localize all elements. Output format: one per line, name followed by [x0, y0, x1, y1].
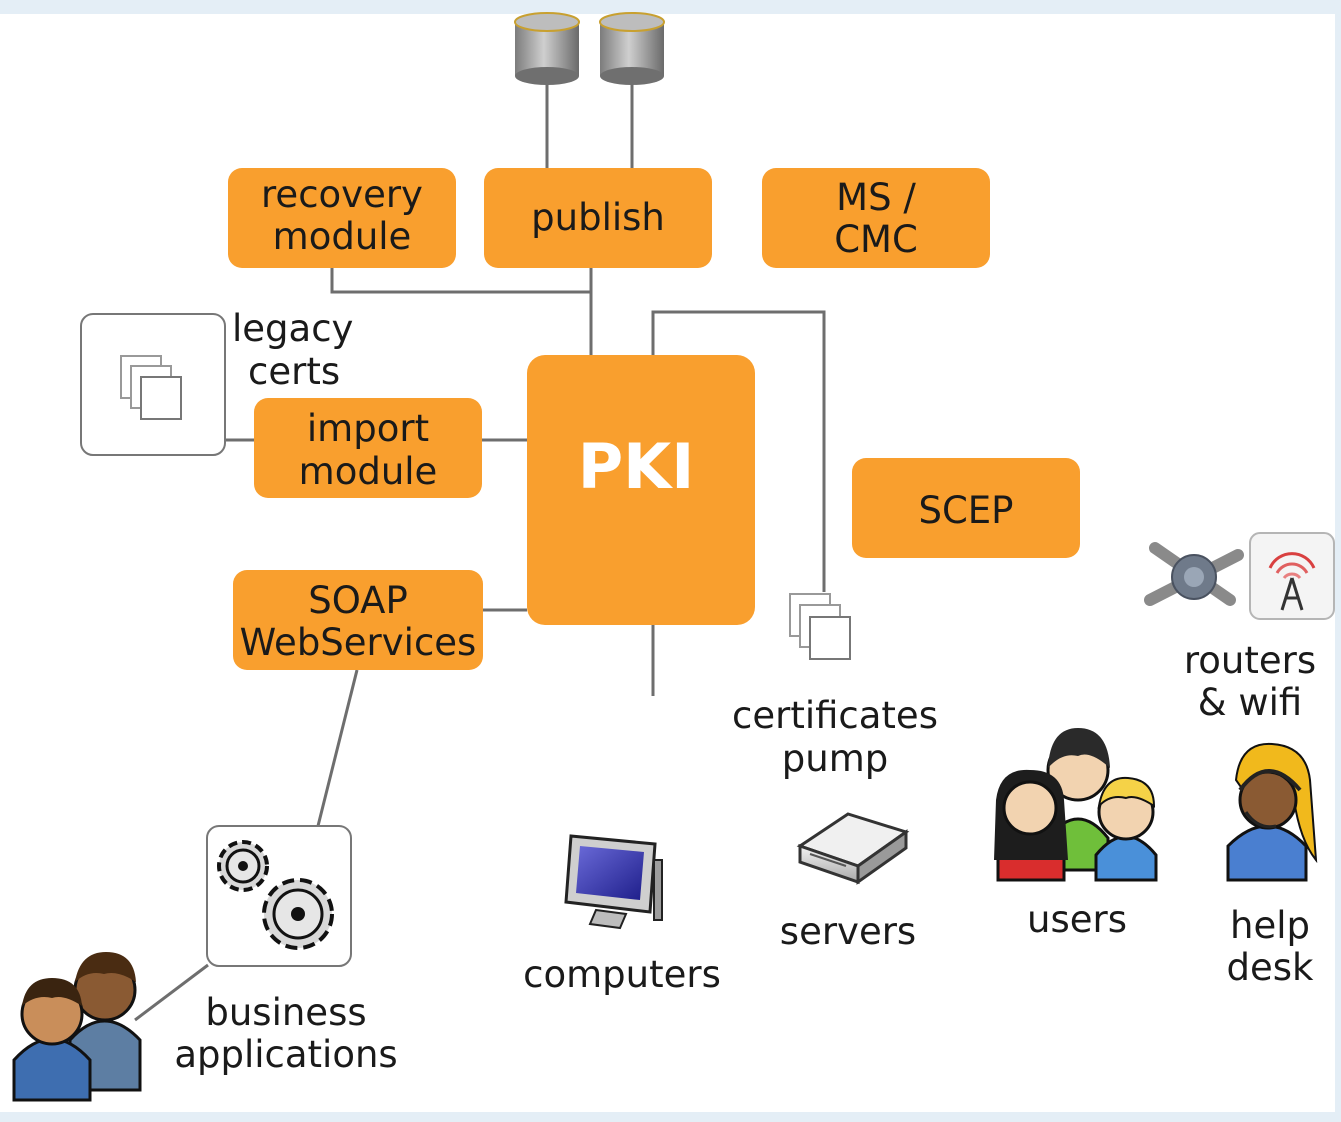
- certificate-stack-icon: [789, 593, 851, 660]
- legacy-label-line2: certs: [248, 350, 340, 393]
- recovery-module-box: recovery module: [228, 168, 456, 268]
- helpdesk-label-line2: desk: [1227, 946, 1315, 989]
- scep-box: SCEP: [852, 458, 1080, 558]
- helpdesk-person-icon: [1226, 742, 1318, 882]
- soap-webservices-box: SOAP WebServices: [233, 570, 483, 670]
- server-icon: [796, 812, 910, 885]
- connector-lines: [134, 75, 826, 1022]
- svg-text:import: import: [307, 407, 429, 450]
- pump-label-line1: certificates: [732, 694, 938, 737]
- database-icon: [599, 12, 665, 85]
- svg-text:publish: publish: [531, 196, 665, 239]
- servers-label: servers: [780, 910, 916, 953]
- computer-icon: [564, 834, 663, 930]
- svg-text:CMC: CMC: [834, 218, 918, 261]
- wifi-antenna-icon: [1249, 532, 1335, 620]
- import-module-box: import module: [254, 398, 482, 498]
- right-frame: [1335, 0, 1341, 1122]
- svg-text:recovery: recovery: [261, 173, 423, 216]
- svg-text:module: module: [273, 215, 412, 258]
- svg-text:SCEP: SCEP: [918, 489, 1013, 532]
- gears-icon: [217, 840, 334, 950]
- svg-text:module: module: [299, 450, 438, 493]
- business-label-line1: business: [205, 991, 366, 1034]
- routers-label-line1: routers: [1184, 639, 1316, 682]
- bottom-frame: [0, 1112, 1341, 1122]
- users-label: users: [1027, 898, 1127, 941]
- computers-label: computers: [523, 953, 721, 996]
- legacy-label-line1: legacy: [232, 307, 353, 350]
- svg-text:PKI: PKI: [578, 430, 695, 503]
- top-frame: [0, 0, 1341, 14]
- users-group-icon: [994, 728, 1158, 882]
- business-label-line2: applications: [174, 1033, 397, 1076]
- svg-text:SOAP: SOAP: [308, 579, 408, 622]
- legacy-certs-box: [80, 313, 226, 456]
- database-icon: [514, 12, 580, 85]
- svg-text:MS /: MS /: [836, 176, 916, 219]
- router-icon: [1144, 542, 1244, 606]
- certificate-stack-icon: [120, 355, 182, 420]
- pki-center-box: PKI: [527, 355, 755, 625]
- routers-label-line2: & wifi: [1198, 681, 1302, 724]
- pump-label-line2: pump: [782, 737, 888, 780]
- publish-box: publish: [484, 168, 712, 268]
- svg-text:WebServices: WebServices: [240, 621, 477, 664]
- helpdesk-label-line1: help: [1230, 904, 1310, 947]
- businessmen-icon: [12, 952, 142, 1102]
- ms-cmc-box: MS / CMC: [762, 168, 990, 268]
- gears-box: [206, 825, 352, 967]
